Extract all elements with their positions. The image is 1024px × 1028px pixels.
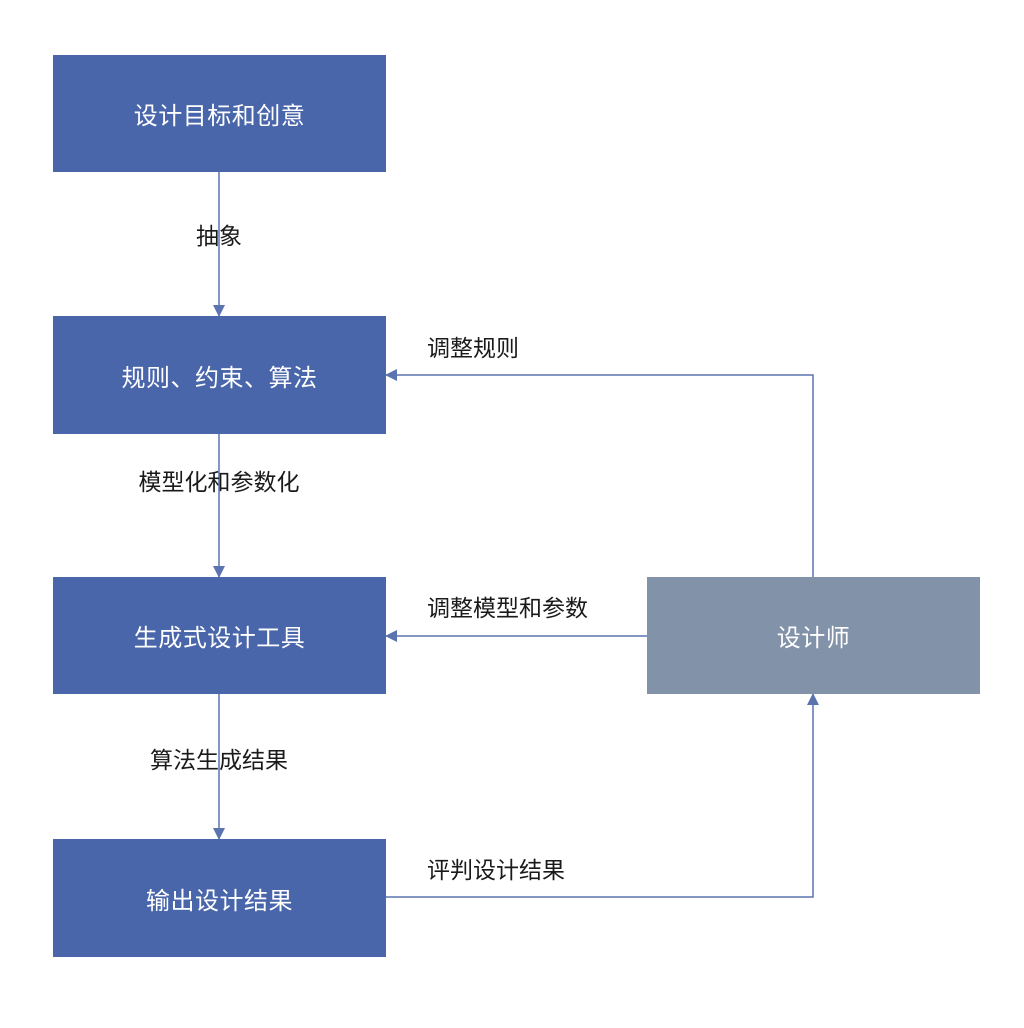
edge-adjust-rules-arrow <box>385 369 814 577</box>
node-tool: 生成式设计工具 <box>53 577 386 694</box>
edge-label-adjust-rules: 调整规则 <box>427 336 519 362</box>
edge-label-modeling: 模型化和参数化 <box>138 470 300 496</box>
node-goal: 设计目标和创意 <box>53 55 386 172</box>
edge-evaluate-arrow <box>386 693 819 898</box>
edge-label-abstract: 抽象 <box>196 224 242 250</box>
edge-label-adjust-model: 调整模型和参数 <box>427 596 588 622</box>
edge-label-generate: 算法生成结果 <box>150 748 288 774</box>
node-rules: 规则、约束、算法 <box>53 316 386 434</box>
node-designer: 设计师 <box>647 577 980 694</box>
node-output: 输出设计结果 <box>53 839 386 957</box>
edge-label-evaluate: 评判设计结果 <box>427 858 565 884</box>
